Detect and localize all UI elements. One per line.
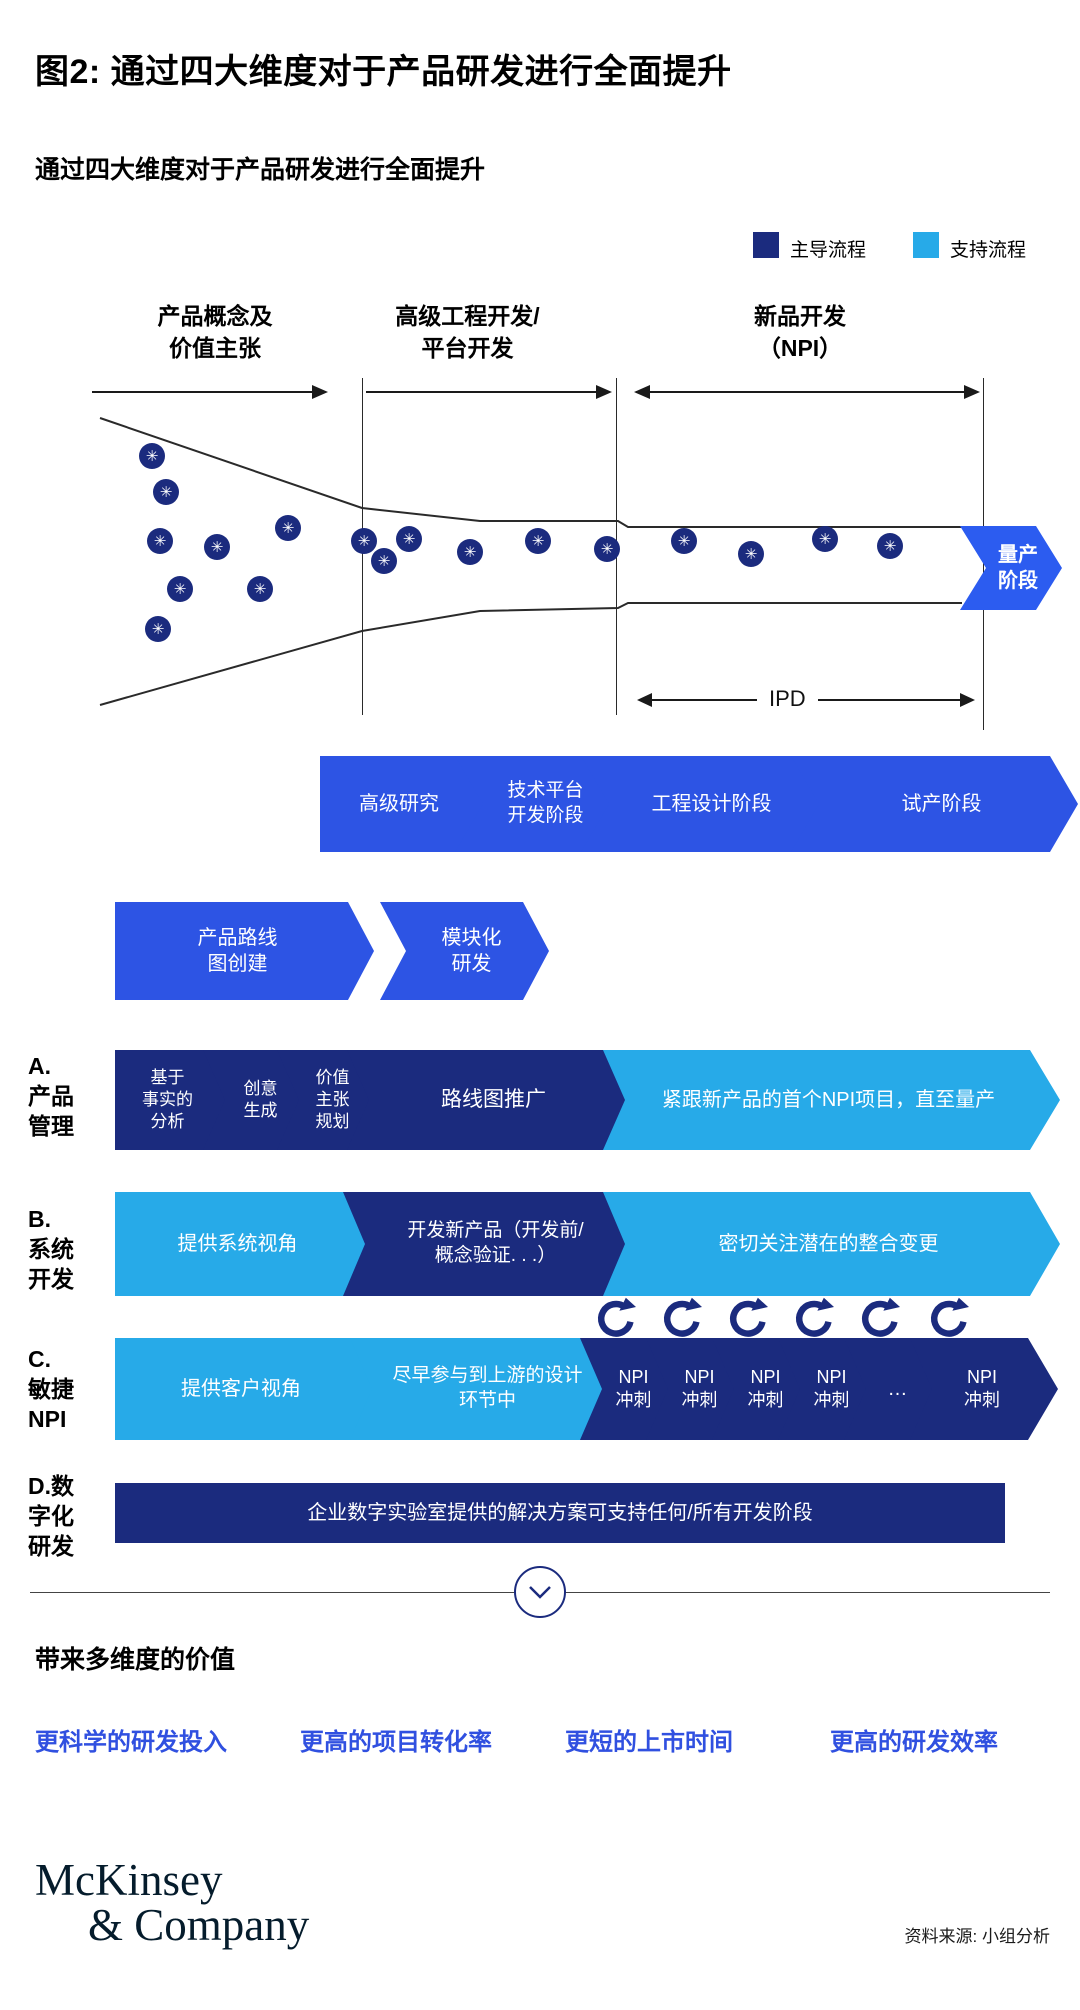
project-dot: ✳ [457, 539, 483, 565]
phase3-arrowhead-right-icon [964, 385, 980, 399]
project-dot: ✳ [594, 536, 620, 562]
project-dot: ✳ [167, 576, 193, 602]
project-dot: ✳ [738, 541, 764, 567]
source-note: 资料来源: 小组分析 [904, 1927, 1050, 1946]
mckinsey-logo-line2: & Company [88, 1900, 310, 1950]
value-item-time-to-market: 更短的上市时间 [565, 1729, 733, 1756]
project-dot: ✳ [204, 534, 230, 560]
figure-subtitle: 通过四大维度对于产品研发进行全面提升 [35, 156, 486, 184]
iteration-loop-icon [664, 1297, 702, 1337]
legend-label-primary: 主导流程 [790, 240, 867, 261]
project-dot: ✳ [351, 528, 377, 554]
project-dot: ✳ [275, 515, 301, 541]
ipd-label: IPD [757, 686, 818, 712]
ipd-arrowhead-right-icon [960, 693, 975, 707]
project-dot: ✳ [812, 526, 838, 552]
value-item-conversion-rate: 更高的项目转化率 [300, 1729, 492, 1756]
roadmap-creation-chevron: 产品路线 图创建 [115, 902, 374, 1000]
modular-rd-chevron: 模块化 研发 [380, 902, 549, 1000]
row-label-product-management: A. 产品 管理 [28, 1053, 74, 1139]
rowA-seg-follow-npi: 紧跟新产品的首个NPI项目，直至量产 [603, 1050, 1060, 1150]
rowC-seg-early-involvement: 尽早参与到上游的设计 环节中 [350, 1338, 621, 1440]
iteration-loop-icon [931, 1297, 969, 1337]
rowD-seg-digital-lab: 企业数字实验室提供的解决方案可支持任何/所有开发阶段 [115, 1483, 1005, 1543]
project-dot: ✳ [153, 479, 179, 505]
phase1-arrowhead-icon [312, 385, 328, 399]
row-label-system-development: B. 系统 开发 [28, 1206, 74, 1292]
funnel-bottom-line [99, 602, 962, 706]
iteration-loop-icon [862, 1297, 900, 1337]
mckinsey-logo-line1: McKinsey [35, 1855, 223, 1905]
funnel-diagram [92, 385, 980, 707]
project-dot: ✳ [139, 443, 165, 469]
phase-label-concept: 产品概念及 价值主张 [157, 303, 273, 362]
project-dot: ✳ [147, 528, 173, 554]
project-dot: ✳ [877, 533, 903, 559]
rowA-seg-roadmap-promotion: 路线图推广 [347, 1050, 630, 1150]
value-item-rd-investment: 更科学的研发投入 [35, 1729, 227, 1756]
project-dot: ✳ [371, 548, 397, 574]
legend-swatch-primary [753, 232, 779, 258]
rowB-seg-develop-new-product: 开发新产品（开发前/ 概念验证. . .） [343, 1192, 644, 1296]
project-dot: ✳ [525, 528, 551, 554]
rowC-seg-customer-view: 提供客户视角 [115, 1338, 381, 1440]
rowB-seg-watch-integration: 密切关注潜在的整合变更 [603, 1192, 1060, 1296]
funnel-top-line [99, 417, 962, 528]
page-title: 图2: 通过四大维度对于产品研发进行全面提升 [35, 53, 732, 91]
value-section-heading: 带来多维度的价值 [35, 1646, 236, 1674]
project-dot: ✳ [396, 526, 422, 552]
stage-engineering-design: 工程设计阶段 [581, 756, 828, 852]
phase-label-advanced-eng: 高级工程开发/ 平台开发 [395, 303, 540, 362]
iteration-loop-icon [796, 1297, 834, 1337]
iteration-loop-icon [730, 1297, 768, 1337]
iteration-loop-icon [598, 1297, 636, 1337]
phase-label-npi: 新品开发 （NPI） [754, 303, 846, 362]
ipd-arrowhead-left-icon [637, 693, 652, 707]
chevron-down-icon [529, 1586, 551, 1599]
value-item-rd-efficiency: 更高的研发效率 [830, 1729, 998, 1756]
stage-pilot-production: 试产阶段 [791, 756, 1078, 852]
legend-label-support: 支持流程 [950, 240, 1027, 261]
row-label-agile-npi: C. 敏捷 NPI [28, 1346, 74, 1432]
phase3-arrowhead-left-icon [634, 385, 650, 399]
project-dot: ✳ [247, 576, 273, 602]
legend-swatch-support [913, 232, 939, 258]
rowC-seg-npi-sprint-final: NPI 冲刺 [910, 1338, 1058, 1440]
project-dot: ✳ [671, 528, 697, 554]
phase2-arrowhead-icon [596, 385, 612, 399]
expand-button[interactable] [514, 1566, 566, 1618]
row-label-digital-rd: D.数 字化 研发 [28, 1473, 74, 1559]
rowB-seg-system-view: 提供系统视角 [115, 1192, 374, 1296]
project-dot: ✳ [145, 616, 171, 642]
